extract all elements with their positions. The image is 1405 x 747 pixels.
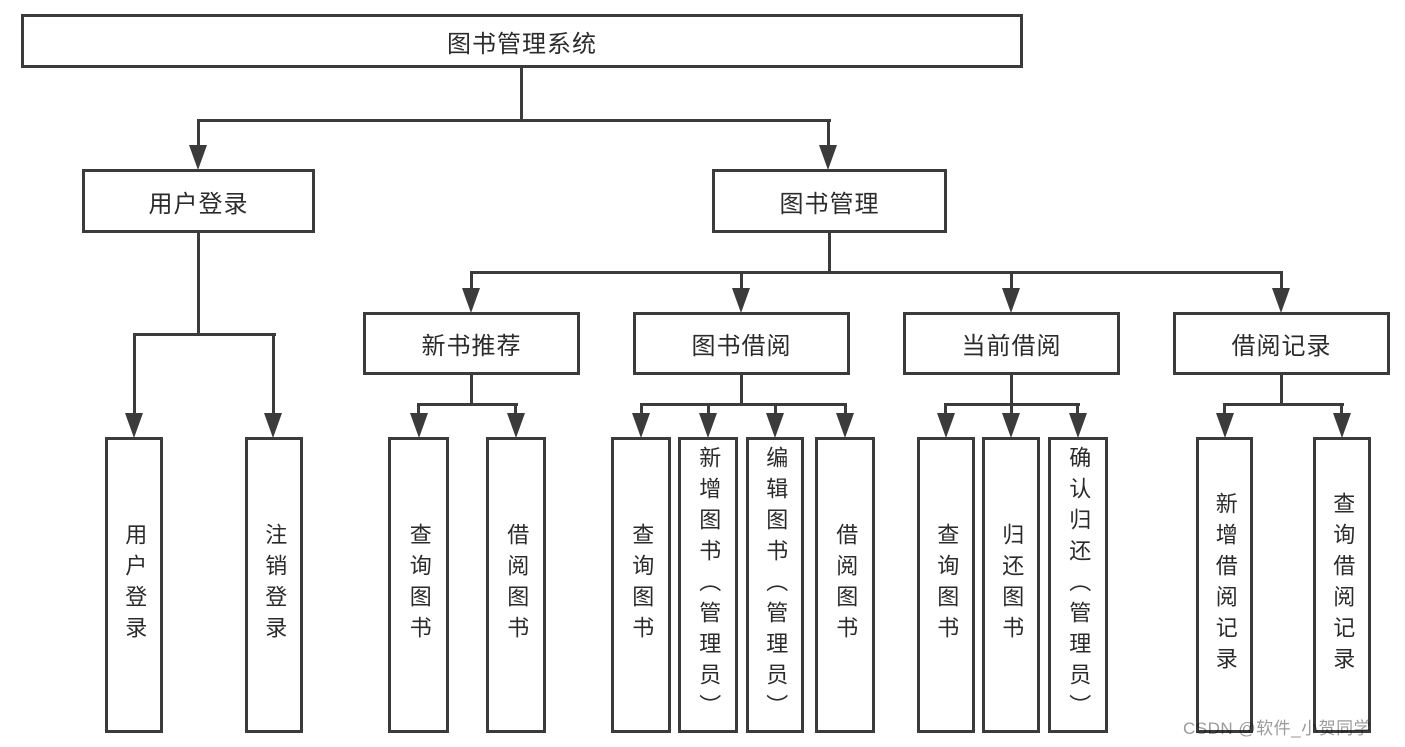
leaf-return-books-label: 归还图书 [999,523,1025,647]
connector-line [774,403,777,417]
leaf-query-books-recommend: 查询图书 [388,437,449,733]
node-book-borrowing: 图书借阅 [633,312,850,375]
node-new-book-recommendation-label: 新书推荐 [421,333,522,360]
connector-line [844,403,847,417]
leaf-return-books: 归还图书 [982,437,1040,733]
node-book-management-label: 图书管理 [779,190,880,218]
connector-line [1280,375,1283,405]
leaf-query-books-recommend-label: 查询图书 [406,523,432,647]
node-library-system: 图书管理系统 [21,14,1023,68]
connector-line [197,119,831,122]
arrow-down-icon [836,413,854,438]
node-book-management: 图书管理 [712,169,947,233]
connector-line [1280,271,1283,290]
connector-line [707,403,710,417]
leaf-add-book-admin: 新增图书（管理员） [678,437,738,733]
connector-line [272,333,275,417]
connector-line [417,403,518,406]
leaf-logout-label: 注销登录 [262,523,288,647]
leaf-query-books-current-label: 查询图书 [934,523,960,647]
leaf-query-books-borrowing-label: 查询图书 [629,523,655,647]
connector-line [470,271,473,290]
watermark-text: CSDN @软件_小贺同学 [1183,719,1372,738]
connector-line [1010,403,1013,417]
connector-line [740,271,743,290]
node-current-borrowing-label: 当前借阅 [961,333,1062,360]
arrow-down-icon [462,288,480,313]
arrow-down-icon [410,413,428,438]
leaf-query-books-borrowing: 查询图书 [611,437,671,733]
node-borrowing-records-label: 借阅记录 [1231,333,1332,360]
node-library-system-label: 图书管理系统 [447,30,597,58]
node-borrowing-records: 借阅记录 [1173,312,1390,375]
connector-line [470,375,473,405]
connector-line [197,233,200,335]
connector-line [827,119,830,147]
leaf-logout: 注销登录 [245,437,303,733]
leaf-user-login-label: 用户登录 [122,523,148,647]
leaf-borrow-books-borrowing-label: 借阅图书 [833,523,859,647]
leaf-borrow-books-recommend: 借阅图书 [486,437,546,733]
connector-line [640,403,847,406]
arrow-down-icon [1069,413,1087,438]
arrow-down-icon [632,413,650,438]
arrow-down-icon [937,413,955,438]
node-new-book-recommendation: 新书推荐 [363,312,580,375]
leaf-borrow-books-recommend-label: 借阅图书 [504,523,530,647]
connector-line [197,119,200,147]
node-current-borrowing: 当前借阅 [903,312,1120,375]
arrow-down-icon [125,413,143,438]
connector-line [1223,403,1226,417]
arrow-down-icon [1002,413,1020,438]
leaf-query-borrow-record-label: 查询借阅记录 [1330,492,1356,678]
connector-line [640,403,643,417]
arrow-down-icon [264,413,282,438]
arrow-down-icon [699,413,717,438]
node-user-login: 用户登录 [82,169,315,233]
arrow-down-icon [1216,413,1234,438]
leaf-borrow-books-borrowing: 借阅图书 [815,437,875,733]
arrow-down-icon [732,288,750,313]
node-user-login-label: 用户登录 [148,190,249,218]
leaf-query-borrow-record: 查询借阅记录 [1313,437,1371,733]
leaf-add-book-admin-label: 新增图书（管理员） [696,445,722,725]
connector-line [1010,375,1013,405]
arrow-down-icon [766,413,784,438]
leaf-confirm-return-admin-label: 确认归还（管理员） [1066,445,1092,725]
arrow-down-icon [1272,288,1290,313]
connector-line [1340,403,1343,417]
connector-line [417,403,420,417]
connector-line [520,68,523,122]
connector-line [1076,403,1079,417]
connector-line [133,333,136,417]
connector-line [133,333,276,336]
leaf-add-borrow-record: 新增借阅记录 [1196,437,1253,733]
connector-line [470,271,1283,274]
connector-line [1223,403,1344,406]
arrow-down-icon [507,413,525,438]
leaf-add-borrow-record-label: 新增借阅记录 [1212,492,1238,678]
arrow-down-icon [1333,413,1351,438]
leaf-query-books-current: 查询图书 [917,437,975,733]
leaf-user-login: 用户登录 [105,437,163,733]
arrow-down-icon [189,145,207,170]
leaf-edit-book-admin-label: 编辑图书（管理员） [763,445,789,725]
leaf-confirm-return-admin: 确认归还（管理员） [1048,437,1108,733]
connector-line [740,375,743,405]
arrow-down-icon [819,145,837,170]
connector-line [828,233,831,273]
leaf-edit-book-admin: 编辑图书（管理员） [746,437,804,733]
connector-line [1010,271,1013,290]
connector-line [514,403,517,417]
connector-line [944,403,947,417]
node-book-borrowing-label: 图书借阅 [691,333,792,360]
arrow-down-icon [1002,288,1020,313]
